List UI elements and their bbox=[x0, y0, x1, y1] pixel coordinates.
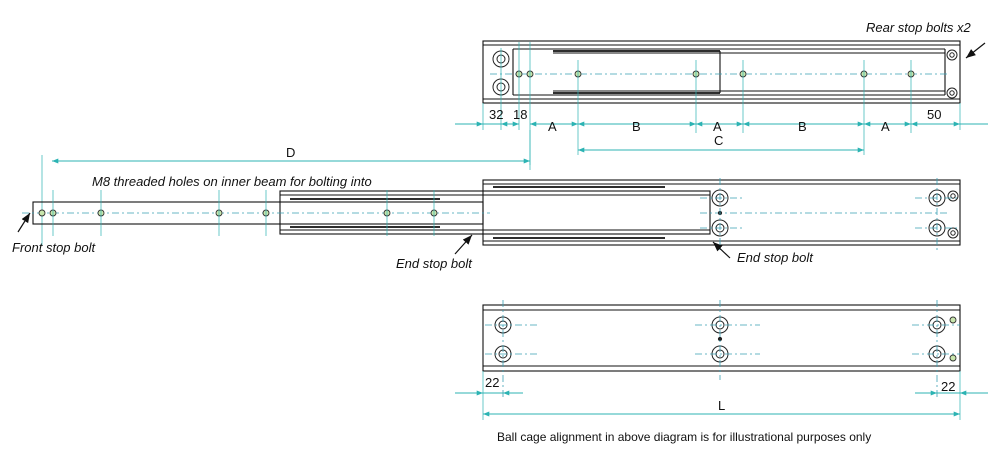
top-view: 32 18 A B A B A 50 C Rear stop bolts x2 bbox=[455, 20, 988, 165]
dim-22-right: 22 bbox=[941, 379, 955, 394]
dim-50: 50 bbox=[927, 107, 941, 122]
dim-d: D bbox=[286, 145, 295, 160]
end-stop-label-right: End stop bolt bbox=[737, 250, 814, 265]
dim-22-left: 22 bbox=[485, 375, 499, 390]
dim-b2: B bbox=[798, 119, 807, 134]
dim-a3: A bbox=[881, 119, 890, 134]
dim-d-group: D bbox=[41, 130, 531, 245]
front-stop-label: Front stop bolt bbox=[12, 240, 96, 255]
dim-18: 18 bbox=[513, 107, 527, 122]
dim-b1: B bbox=[632, 119, 641, 134]
dim-32: 32 bbox=[489, 107, 503, 122]
footnote: Ball cage alignment in above diagram is … bbox=[497, 430, 871, 444]
bottom-view: 22 22 L Ball cage alignment in above dia… bbox=[455, 300, 988, 444]
dim-a2: A bbox=[713, 119, 722, 134]
dim-c: C bbox=[714, 133, 723, 148]
end-stop-label-left: End stop bolt bbox=[396, 256, 473, 271]
middle-view: M8 threaded holes on inner beam for bolt… bbox=[12, 174, 961, 271]
rear-stop-label: Rear stop bolts x2 bbox=[866, 20, 972, 35]
m8-note: M8 threaded holes on inner beam for bolt… bbox=[92, 174, 372, 189]
dim-a1: A bbox=[548, 119, 557, 134]
dim-l: L bbox=[718, 398, 725, 413]
